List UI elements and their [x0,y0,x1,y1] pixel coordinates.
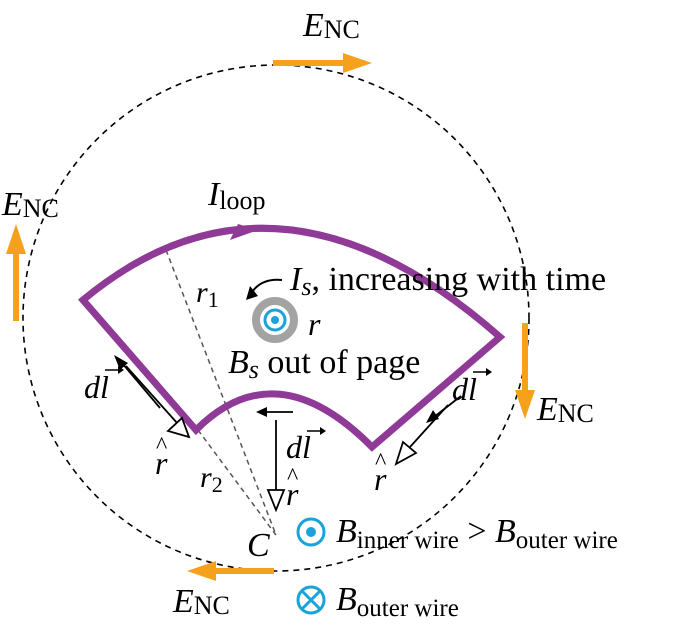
dl-label-center: dl [286,427,326,465]
rhat-label-center: r ^ [286,464,299,512]
rhat-label-left: r ^ [155,433,168,481]
center-point-label: C [247,527,270,564]
is-circulation-arrow [251,278,283,293]
dl-vector-left [114,355,161,409]
r1-dashed-line [165,249,277,536]
svg-text:^: ^ [156,433,167,459]
wire-radius-label: r [308,306,321,342]
is-label: Is, increasing with time [289,261,606,301]
svg-text:r: r [374,461,387,497]
svg-text:^: ^ [287,464,298,490]
r2-dashed-line [197,429,277,536]
rhat-vector-left [125,365,191,439]
dl-vector-center [256,407,293,417]
is-arrowhead [246,286,258,300]
dl-label-right: dl [452,368,492,407]
enc-label-top: ENC [302,7,360,44]
current-loop [78,224,506,452]
svg-text:r: r [286,476,299,512]
enc-arrow-bottom [187,561,274,581]
enc-label-left: ENC [1,186,59,223]
r1-label: r1 [196,276,219,312]
svg-text:^: ^ [375,449,386,475]
enc-arrow-right [515,323,535,419]
b-inner-comparison-label: Binner wire > Bouter wire [336,513,618,554]
dl-label-left: dl [84,366,124,405]
enc-label-bottom: ENC [172,583,230,620]
svg-text:r: r [155,445,168,481]
rhat-label-right: r ^ [374,449,387,497]
svg-text:dl: dl [84,369,109,405]
svg-text:dl: dl [286,429,311,465]
b-out-of-page-symbol [296,517,326,547]
b-into-page-symbol [296,585,326,615]
bs-label: Bs out of page [228,344,420,384]
enc-arrow-top [273,53,372,73]
enc-arrow-left [6,224,26,321]
loop-direction-arrow [230,224,258,240]
rhat-vector-center [266,420,286,513]
enc-label-right: ENC [536,391,594,428]
r2-label: r2 [200,461,223,497]
rhat-vector-right [394,404,449,466]
b-outer-label: Bouter wire [336,581,459,622]
solenoid-wire [252,297,298,343]
iloop-label: Iloop [207,176,266,215]
svg-text:dl: dl [452,371,477,407]
